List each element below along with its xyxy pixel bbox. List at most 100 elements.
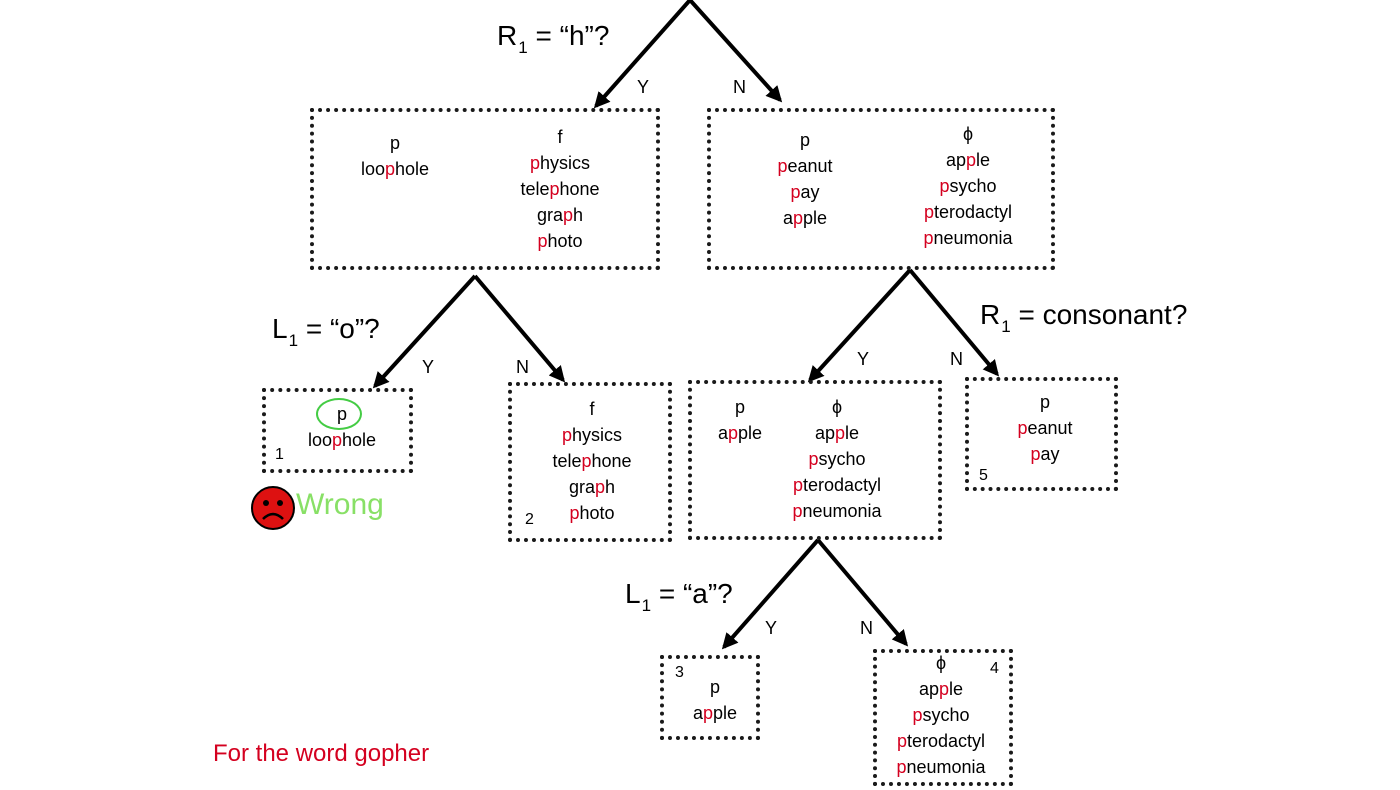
word-suffix: terodactyl xyxy=(933,202,1013,222)
word-list: loophole xyxy=(340,156,450,182)
word-prefix: ap xyxy=(918,679,939,699)
highlighted-letter: p xyxy=(835,423,846,443)
word: physics xyxy=(530,422,654,448)
word: peanut xyxy=(750,153,860,179)
class-head: ϕ xyxy=(831,397,843,417)
highlighted-letter: p xyxy=(792,208,803,228)
word-suffix: neumonia xyxy=(933,228,1013,248)
word-prefix: gra xyxy=(536,205,563,225)
word-suffix: hoto xyxy=(547,231,583,251)
word-suffix: hysics xyxy=(572,425,623,445)
word-prefix: loo xyxy=(307,430,332,450)
leaf-node-2 xyxy=(508,382,672,542)
highlighted-letter: p xyxy=(702,703,713,723)
word-suffix: hoto xyxy=(579,503,615,523)
word-suffix: ple xyxy=(738,423,763,443)
root-edge-no xyxy=(688,0,783,103)
node-mid-col-p: p apple xyxy=(705,394,775,446)
word: apple xyxy=(772,420,902,446)
highlighted-letter: p xyxy=(529,153,540,173)
class-head: p xyxy=(709,677,720,697)
word: photo xyxy=(500,228,620,254)
word-list: loophole xyxy=(287,427,397,453)
word-suffix: ple xyxy=(713,703,738,723)
leaf-3-content: p apple xyxy=(675,674,755,726)
word: loophole xyxy=(287,427,397,453)
word: pay xyxy=(995,441,1095,467)
leaf-number: 4 xyxy=(990,660,999,677)
leaf-number: 3 xyxy=(675,664,684,681)
highlighted-letter: p xyxy=(790,182,801,202)
question-root: R1 = “h”? xyxy=(497,20,610,57)
word-suffix: eanut xyxy=(1027,418,1073,438)
caption: For the word gopher xyxy=(213,740,430,767)
word-suffix: hole xyxy=(342,430,377,450)
highlighted-letter: p xyxy=(1030,444,1041,464)
right-edge-no xyxy=(908,268,1000,377)
left-edge-no xyxy=(473,274,566,383)
left-edge-yes xyxy=(372,274,477,389)
word: pterodactyl xyxy=(900,199,1036,225)
word-list: apple xyxy=(675,700,755,726)
question-right: R1 = consonant? xyxy=(980,299,1188,336)
word-list: apple xyxy=(705,420,775,446)
wrong-label: Wrong xyxy=(296,488,384,521)
word: pneumonia xyxy=(900,225,1036,251)
class-head: p xyxy=(389,133,400,153)
word-suffix: ple xyxy=(803,208,828,228)
word: telephone xyxy=(500,176,620,202)
word: peanut xyxy=(995,415,1095,441)
word-suffix: h xyxy=(605,477,616,497)
node-root-yes-col-p: p loophole xyxy=(340,130,450,182)
highlighted-letter: p xyxy=(896,731,907,751)
question-mid: L1 = “a”? xyxy=(625,578,733,615)
leaf-node-5 xyxy=(965,377,1118,491)
word: physics xyxy=(500,150,620,176)
highlighted-letter: p xyxy=(939,176,950,196)
class-head: p xyxy=(336,404,347,424)
edge-label-yes: Y xyxy=(857,349,870,369)
word-suffix: hysics xyxy=(540,153,591,173)
leaf-number: 5 xyxy=(979,467,988,484)
class-head: ϕ xyxy=(935,653,947,673)
word-suffix: le xyxy=(949,679,964,699)
word-prefix: ap xyxy=(945,150,966,170)
sad-face-icon xyxy=(251,486,295,530)
right-edge-yes xyxy=(807,268,912,383)
highlighted-letter: p xyxy=(912,705,923,725)
highlighted-letter: p xyxy=(594,477,605,497)
leaf-node-4 xyxy=(873,649,1013,786)
question-left: L1 = “o”? xyxy=(272,313,380,350)
edge-label-no: N xyxy=(733,77,746,97)
edge-label-yes: Y xyxy=(637,77,650,97)
edge-label-yes: Y xyxy=(765,618,778,638)
class-head: f xyxy=(589,399,595,419)
word: apple xyxy=(675,700,755,726)
mid-edge-yes xyxy=(721,538,820,650)
word: telephone xyxy=(530,448,654,474)
word-prefix: a xyxy=(717,423,728,443)
word-prefix: ap xyxy=(814,423,835,443)
word: psycho xyxy=(772,446,902,472)
highlighted-letter: p xyxy=(792,501,803,521)
mid-edge-no xyxy=(816,538,909,647)
word-suffix: hole xyxy=(395,159,430,179)
word-suffix: eanut xyxy=(787,156,833,176)
edge-label-no: N xyxy=(516,357,529,377)
word-suffix: terodactyl xyxy=(802,475,882,495)
highlighted-letter: p xyxy=(777,156,788,176)
word: pterodactyl xyxy=(878,728,1004,754)
word: apple xyxy=(750,205,860,231)
highlighted-letter: p xyxy=(569,503,580,523)
word-prefix: loo xyxy=(360,159,385,179)
word: photo xyxy=(530,500,654,526)
highlighted-letter: p xyxy=(537,231,548,251)
highlighted-letter: p xyxy=(792,475,803,495)
